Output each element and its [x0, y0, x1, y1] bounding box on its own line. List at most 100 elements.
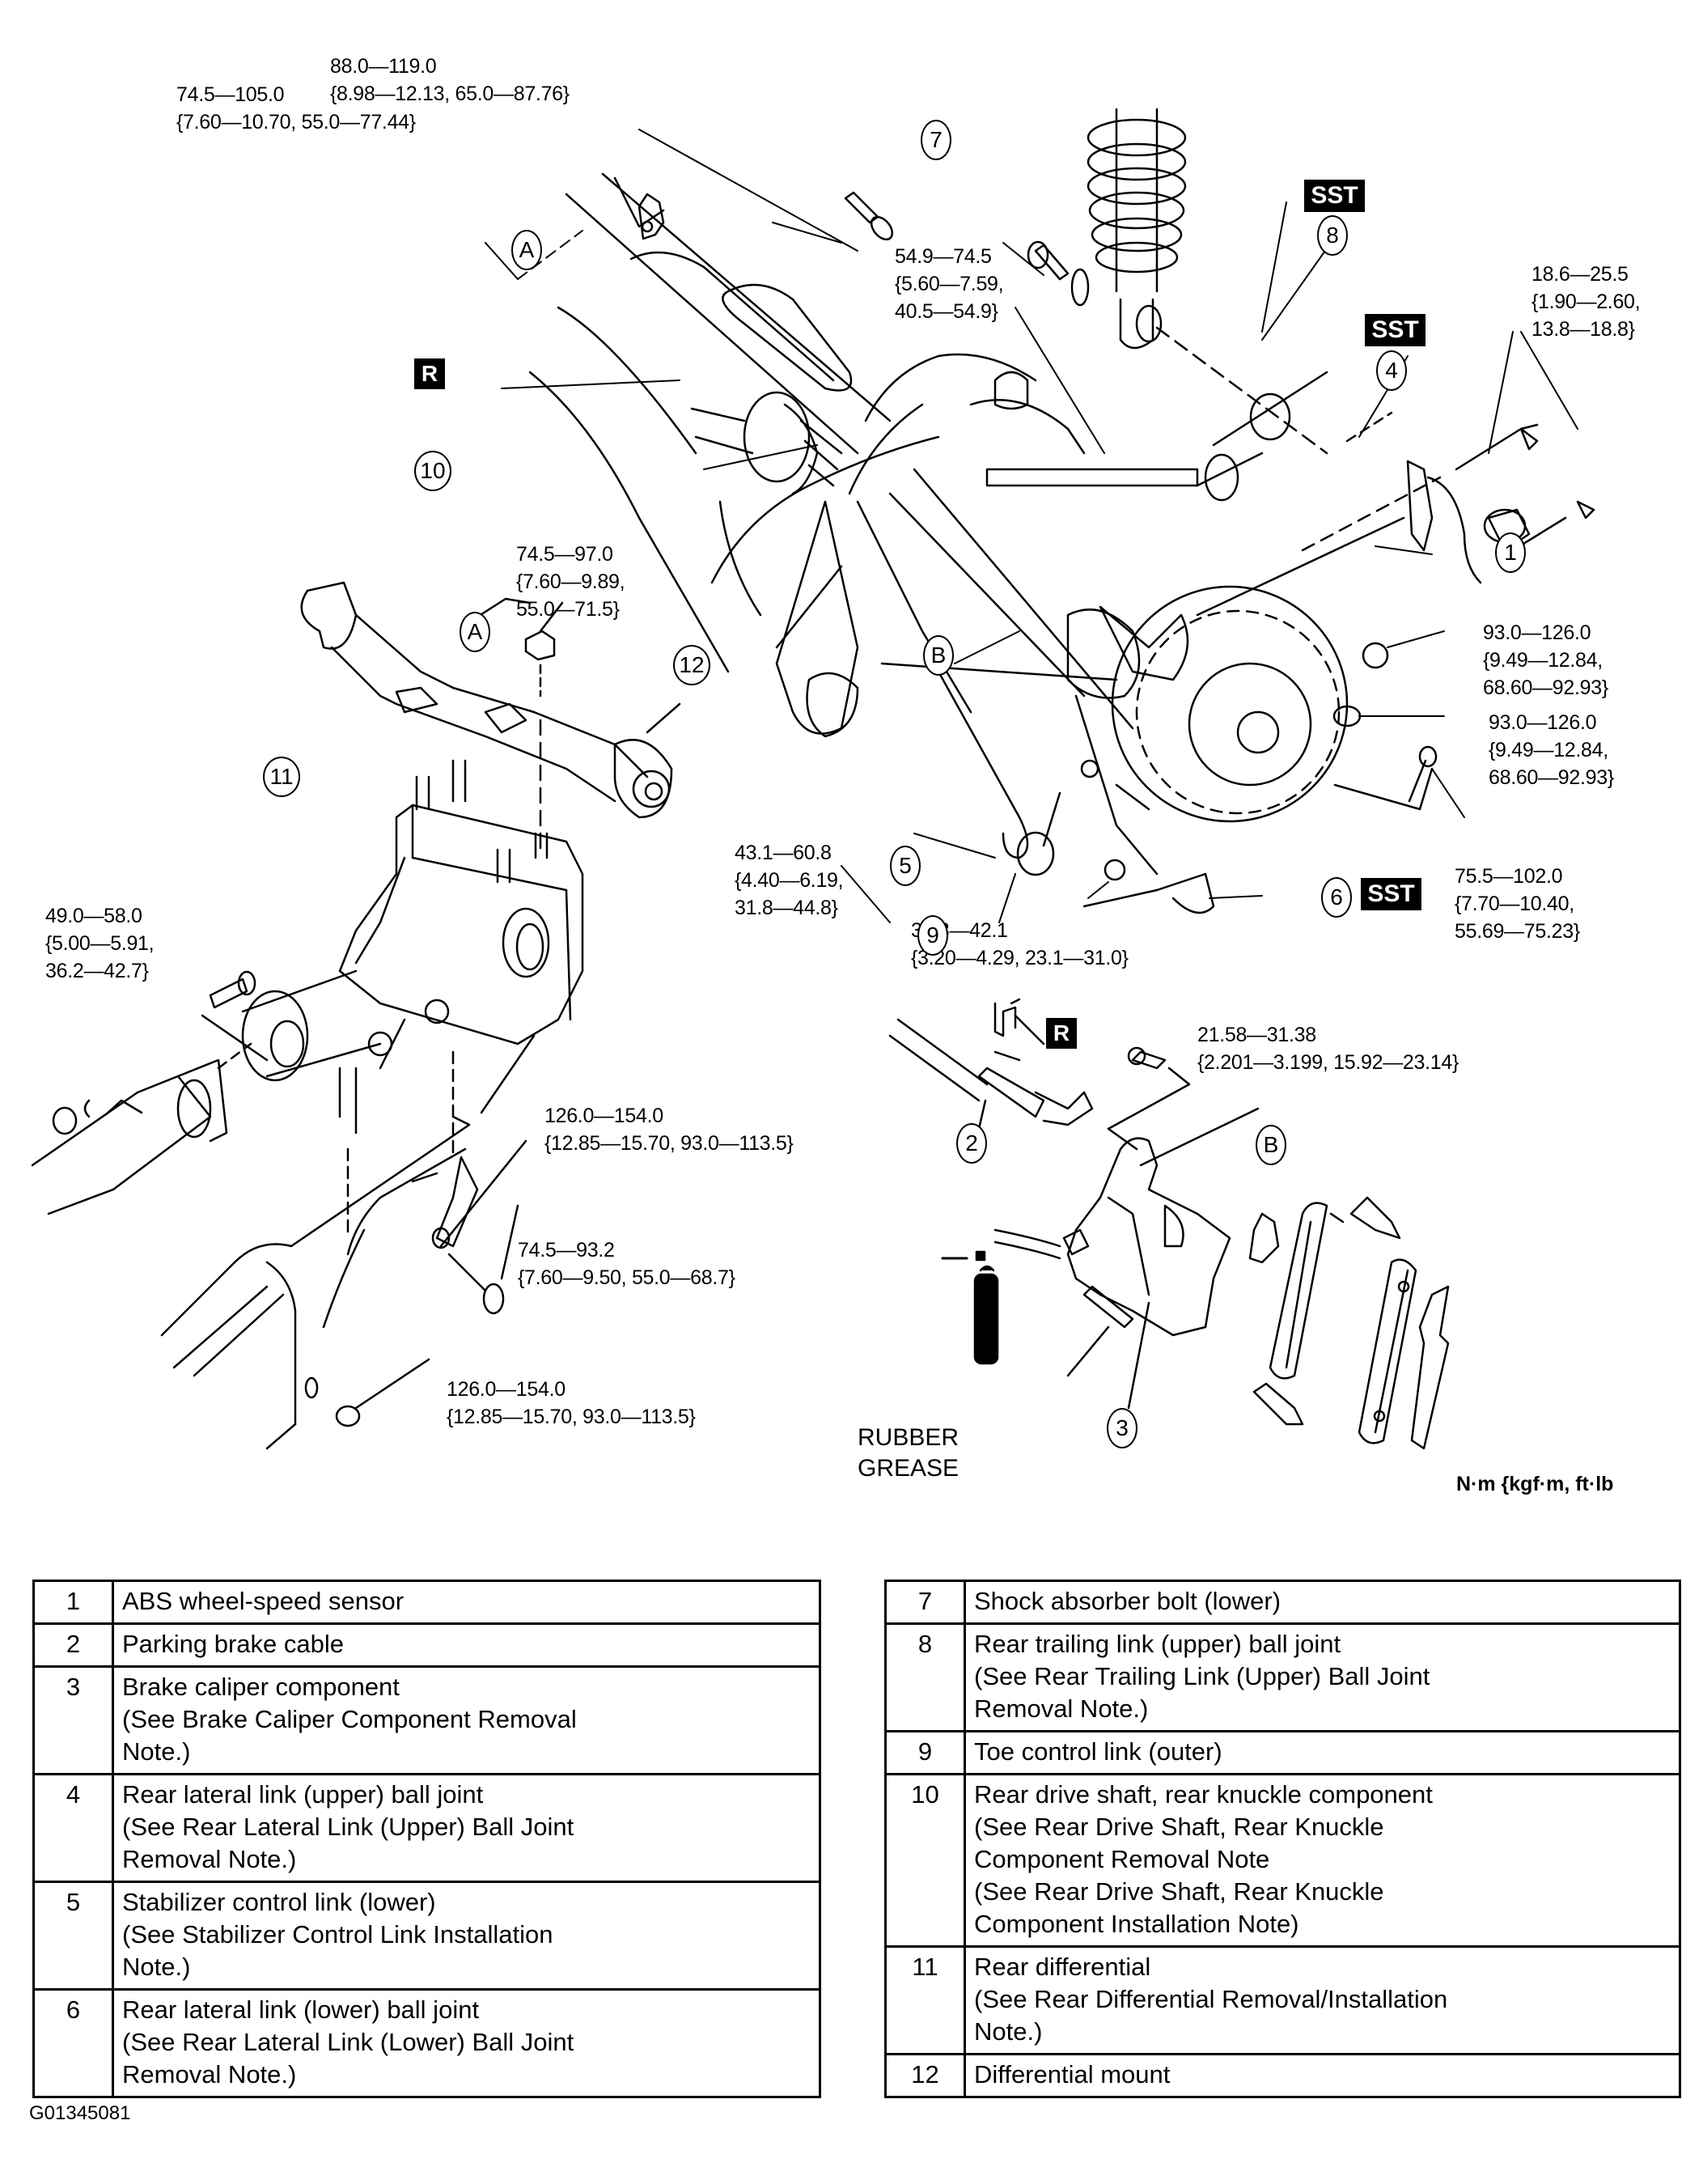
callout-6[interactable]: 6: [1321, 877, 1352, 918]
reference-b-upper[interactable]: B: [923, 635, 954, 676]
part-description: Brake caliper component (See Brake Calip…: [112, 1665, 821, 1775]
torque-kgf: {9.49—12.84,: [1489, 739, 1608, 761]
torque-kgf: {7.70—10.40,: [1455, 893, 1574, 915]
abs-sensor-assembly: [1196, 411, 1595, 617]
sst-tag-6: SST: [1361, 878, 1421, 910]
reference-a-upper[interactable]: A: [511, 230, 542, 270]
torque-kgf-ftlb: {2.201—3.199, 15.92—23.14}: [1197, 1051, 1459, 1074]
torque-ftlb: 40.5—54.9}: [895, 300, 998, 323]
torque-spec-crossmember-bolt-b: 88.0—119.0 {8.98—12.13, 65.0—87.76}: [330, 53, 570, 108]
torque-kgf-ftlb: {12.85—15.70, 93.0—113.5}: [447, 1406, 696, 1428]
torque-nm: 74.5—97.0: [516, 543, 613, 566]
bolt-crossmember: [844, 191, 894, 241]
brake-caliper: [993, 1137, 1231, 1410]
part-description: Rear differential (See Rear Differential…: [964, 1945, 1681, 2055]
callout-11[interactable]: 11: [263, 757, 300, 797]
torque-kgf-ftlb: {8.98—12.13, 65.0—87.76}: [330, 83, 570, 105]
torque-nm: 93.0—126.0: [1489, 711, 1597, 734]
part-number: 1: [32, 1580, 114, 1625]
replace-tag-cable-clip: R: [1046, 1018, 1077, 1049]
torque-nm: 88.0—119.0: [330, 55, 437, 78]
toe-and-stabilizer-links: [937, 670, 1215, 914]
sst-tag-8: SST: [1304, 180, 1365, 212]
torque-spec-stabilizer-link: 43.1—60.8 {4.40—6.19, 31.8—44.8}: [735, 839, 844, 922]
callout-4[interactable]: 4: [1376, 350, 1407, 391]
torque-spec-shock-bolt: 54.9—74.5{5.60—7.59,40.5—54.9}: [895, 243, 1004, 325]
torque-nm: 21.58—31.38: [1197, 1024, 1316, 1046]
torque-kgf: {1.90—2.60,: [1531, 290, 1641, 313]
callout-1[interactable]: 1: [1495, 532, 1526, 573]
part-number: 2: [32, 1622, 114, 1668]
brake-disc-hub: [1066, 585, 1349, 876]
parking-brake-cable: [888, 998, 1094, 1130]
part-description: Rear lateral link (lower) ball joint (Se…: [112, 1988, 821, 2098]
part-number: 3: [32, 1665, 114, 1775]
torque-kgf: {4.40—6.19,: [735, 869, 844, 892]
callout-12[interactable]: 12: [673, 645, 710, 685]
torque-ftlb: 55.0—71.5}: [516, 598, 620, 621]
callout-2[interactable]: 2: [956, 1123, 987, 1164]
torque-spec-lateral-link-bolt: 75.5—102.0{7.70—10.40,55.69—75.23}: [1455, 863, 1580, 945]
part-description: Rear drive shaft, rear knuckle component…: [964, 1773, 1681, 1948]
torque-nm: 43.1—60.8: [735, 842, 832, 864]
torque-nm: 93.0—126.0: [1483, 621, 1591, 644]
reference-a-lower[interactable]: A: [460, 612, 490, 652]
part-description: Shock absorber bolt (lower): [964, 1580, 1681, 1625]
shock-absorber-bolt: [1027, 240, 1090, 307]
callout-3[interactable]: 3: [1107, 1408, 1137, 1448]
part-number: 12: [884, 2053, 966, 2098]
torque-spec-propeller-nut: 49.0—58.0{5.00—5.91,36.2—42.7}: [45, 902, 155, 985]
callout-10[interactable]: 10: [414, 451, 451, 491]
torque-spec-diff-mount-nut: 74.5—97.0 {7.60—9.89, 55.0—71.5}: [516, 541, 625, 623]
part-number: 6: [32, 1988, 114, 2098]
torque-kgf-ftlb: {12.85—15.70, 93.0—113.5}: [544, 1132, 794, 1155]
exploded-view-drawing: [31, 108, 1595, 1450]
differential-mount: [300, 581, 681, 851]
torque-kgf-ftlb: {7.60—9.50, 55.0—68.7}: [518, 1266, 735, 1289]
part-description: Parking brake cable: [112, 1622, 821, 1668]
part-description: Differential mount: [964, 2053, 1681, 2098]
callout-9[interactable]: 9: [917, 915, 948, 956]
torque-ftlb: 36.2—42.7}: [45, 960, 149, 982]
part-number: 8: [884, 1622, 966, 1732]
knuckle-and-links: [718, 353, 1328, 738]
torque-ftlb: 31.8—44.8}: [735, 897, 838, 919]
callout-5[interactable]: 5: [890, 846, 921, 886]
torque-kgf: {7.60—9.89,: [516, 570, 625, 593]
callout-7[interactable]: 7: [921, 120, 951, 160]
brake-pads: [1248, 1196, 1450, 1450]
lower-crossmember: [160, 1034, 536, 1450]
figure-code: G01345081: [29, 2102, 131, 2124]
part-number: 11: [884, 1945, 966, 2055]
torque-nm: 75.5—102.0: [1455, 865, 1563, 888]
torque-nm: 74.5—105.0: [176, 83, 285, 106]
part-description: Stabilizer control link (lower) (See Sta…: [112, 1881, 821, 1991]
torque-ftlb: 13.8—18.8}: [1531, 318, 1635, 341]
torque-spec-caliper-bolt: 21.58—31.38 {2.201—3.199, 15.92—23.14}: [1197, 1021, 1459, 1076]
part-description: Rear trailing link (upper) ball joint (S…: [964, 1622, 1681, 1732]
torque-spec-hub-nut-upper: 93.0—126.0{9.49—12.84,68.60—92.93}: [1483, 619, 1608, 702]
drive-shaft-boot: [690, 391, 843, 495]
callout-8[interactable]: 8: [1317, 215, 1348, 256]
torque-nm: 54.9—74.5: [895, 245, 992, 268]
torque-kgf-ftlb: {7.60—10.70, 55.0—77.44}: [176, 111, 416, 134]
rubber-grease-label: RUBBER GREASE: [858, 1424, 960, 1482]
part-number: 10: [884, 1773, 966, 1948]
torque-spec-abs-sensor-bolts: 18.6—25.5{1.90—2.60,13.8—18.8}: [1531, 261, 1641, 343]
torque-ftlb: 68.60—92.93}: [1483, 676, 1608, 699]
sst-tag-4: SST: [1365, 314, 1426, 346]
part-description: Toe control link (outer): [964, 1730, 1681, 1775]
torque-nm: 126.0—154.0: [447, 1378, 566, 1401]
torque-ftlb: 68.60—92.93}: [1489, 766, 1614, 789]
reference-b-lower[interactable]: B: [1256, 1125, 1286, 1165]
